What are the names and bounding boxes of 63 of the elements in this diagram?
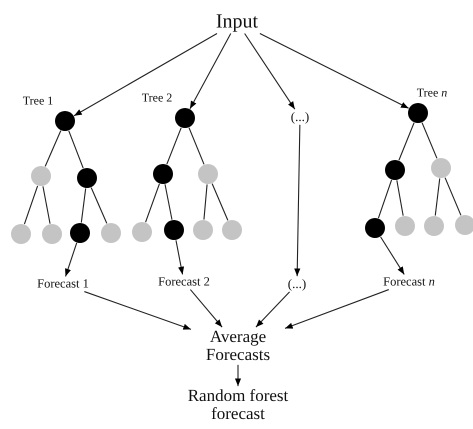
- tree-node-circle: [424, 216, 444, 236]
- tree-branch-line: [164, 184, 173, 220]
- tree-branch-line: [378, 180, 392, 218]
- tree-label: Tree n: [416, 86, 448, 100]
- tree-branch-line: [44, 130, 62, 167]
- tree-node-circle: [193, 220, 213, 240]
- tree-label: Tree 1: [22, 94, 54, 108]
- tree-branch-line: [42, 186, 51, 224]
- tree-branch-line: [166, 128, 182, 164]
- tree-node-circle: [132, 222, 152, 242]
- tree-node-circle: [385, 160, 405, 180]
- arrow: [234, 364, 242, 386]
- tree-node-circle: [365, 218, 385, 238]
- arrow: [84, 291, 192, 330]
- arrow: [65, 242, 78, 277]
- arrow: [190, 289, 223, 328]
- tree-node-circle: [455, 215, 473, 235]
- tree-node-circle: [408, 103, 428, 123]
- tree-branch-line: [68, 130, 84, 168]
- node-label: (...): [288, 109, 312, 125]
- arrow: [294, 124, 300, 276]
- tree-node-circle: [31, 166, 51, 186]
- tree-branch-line: [396, 180, 404, 216]
- tree-node-circle: [222, 220, 242, 240]
- arrow: [74, 33, 218, 116]
- tree-branch-line: [422, 122, 438, 159]
- tree-branch-line: [145, 184, 160, 222]
- tree-branch-line: [80, 188, 86, 223]
- node-label: Forecast 2: [156, 274, 212, 290]
- tree-node-circle: [42, 224, 62, 244]
- tree-branch-line: [188, 128, 205, 164]
- tree-node-circle: [55, 111, 75, 131]
- tree-branch-line: [434, 178, 440, 216]
- tree-node-circle: [77, 168, 97, 188]
- node-label: Average Forecasts: [191, 327, 285, 365]
- node-label: Input: [214, 10, 260, 34]
- node-label: Random forest forecast: [181, 386, 295, 424]
- tree-branch-line: [212, 183, 228, 221]
- arrow: [175, 240, 184, 275]
- node-label: Forecast n: [381, 274, 437, 290]
- tree-node-circle: [153, 164, 173, 184]
- tree-branch-line: [90, 187, 108, 224]
- tree-label: Tree 2: [142, 90, 172, 106]
- tree-node-circle: [431, 158, 451, 178]
- arrow: [190, 33, 232, 110]
- tree-node-circle: [175, 108, 195, 128]
- tree-branch-line: [24, 186, 38, 224]
- node-label: Forecast 1: [35, 276, 91, 292]
- tree-branch-line: [398, 122, 415, 160]
- arrow: [260, 33, 409, 109]
- arrow: [284, 289, 389, 329]
- tree-node-circle: [70, 223, 90, 243]
- tree-node-circle: [164, 220, 184, 240]
- tree-node-circle: [101, 223, 121, 243]
- node-label: (...): [286, 276, 308, 292]
- arrow: [256, 291, 290, 328]
- arrow: [380, 236, 405, 275]
- tree-node-circle: [198, 164, 218, 184]
- tree-branch-line: [444, 177, 462, 216]
- tree-node-circle: [395, 216, 415, 236]
- tree-branch-line: [203, 184, 208, 220]
- tree-node-circle: [11, 224, 31, 244]
- arrow: [244, 33, 296, 110]
